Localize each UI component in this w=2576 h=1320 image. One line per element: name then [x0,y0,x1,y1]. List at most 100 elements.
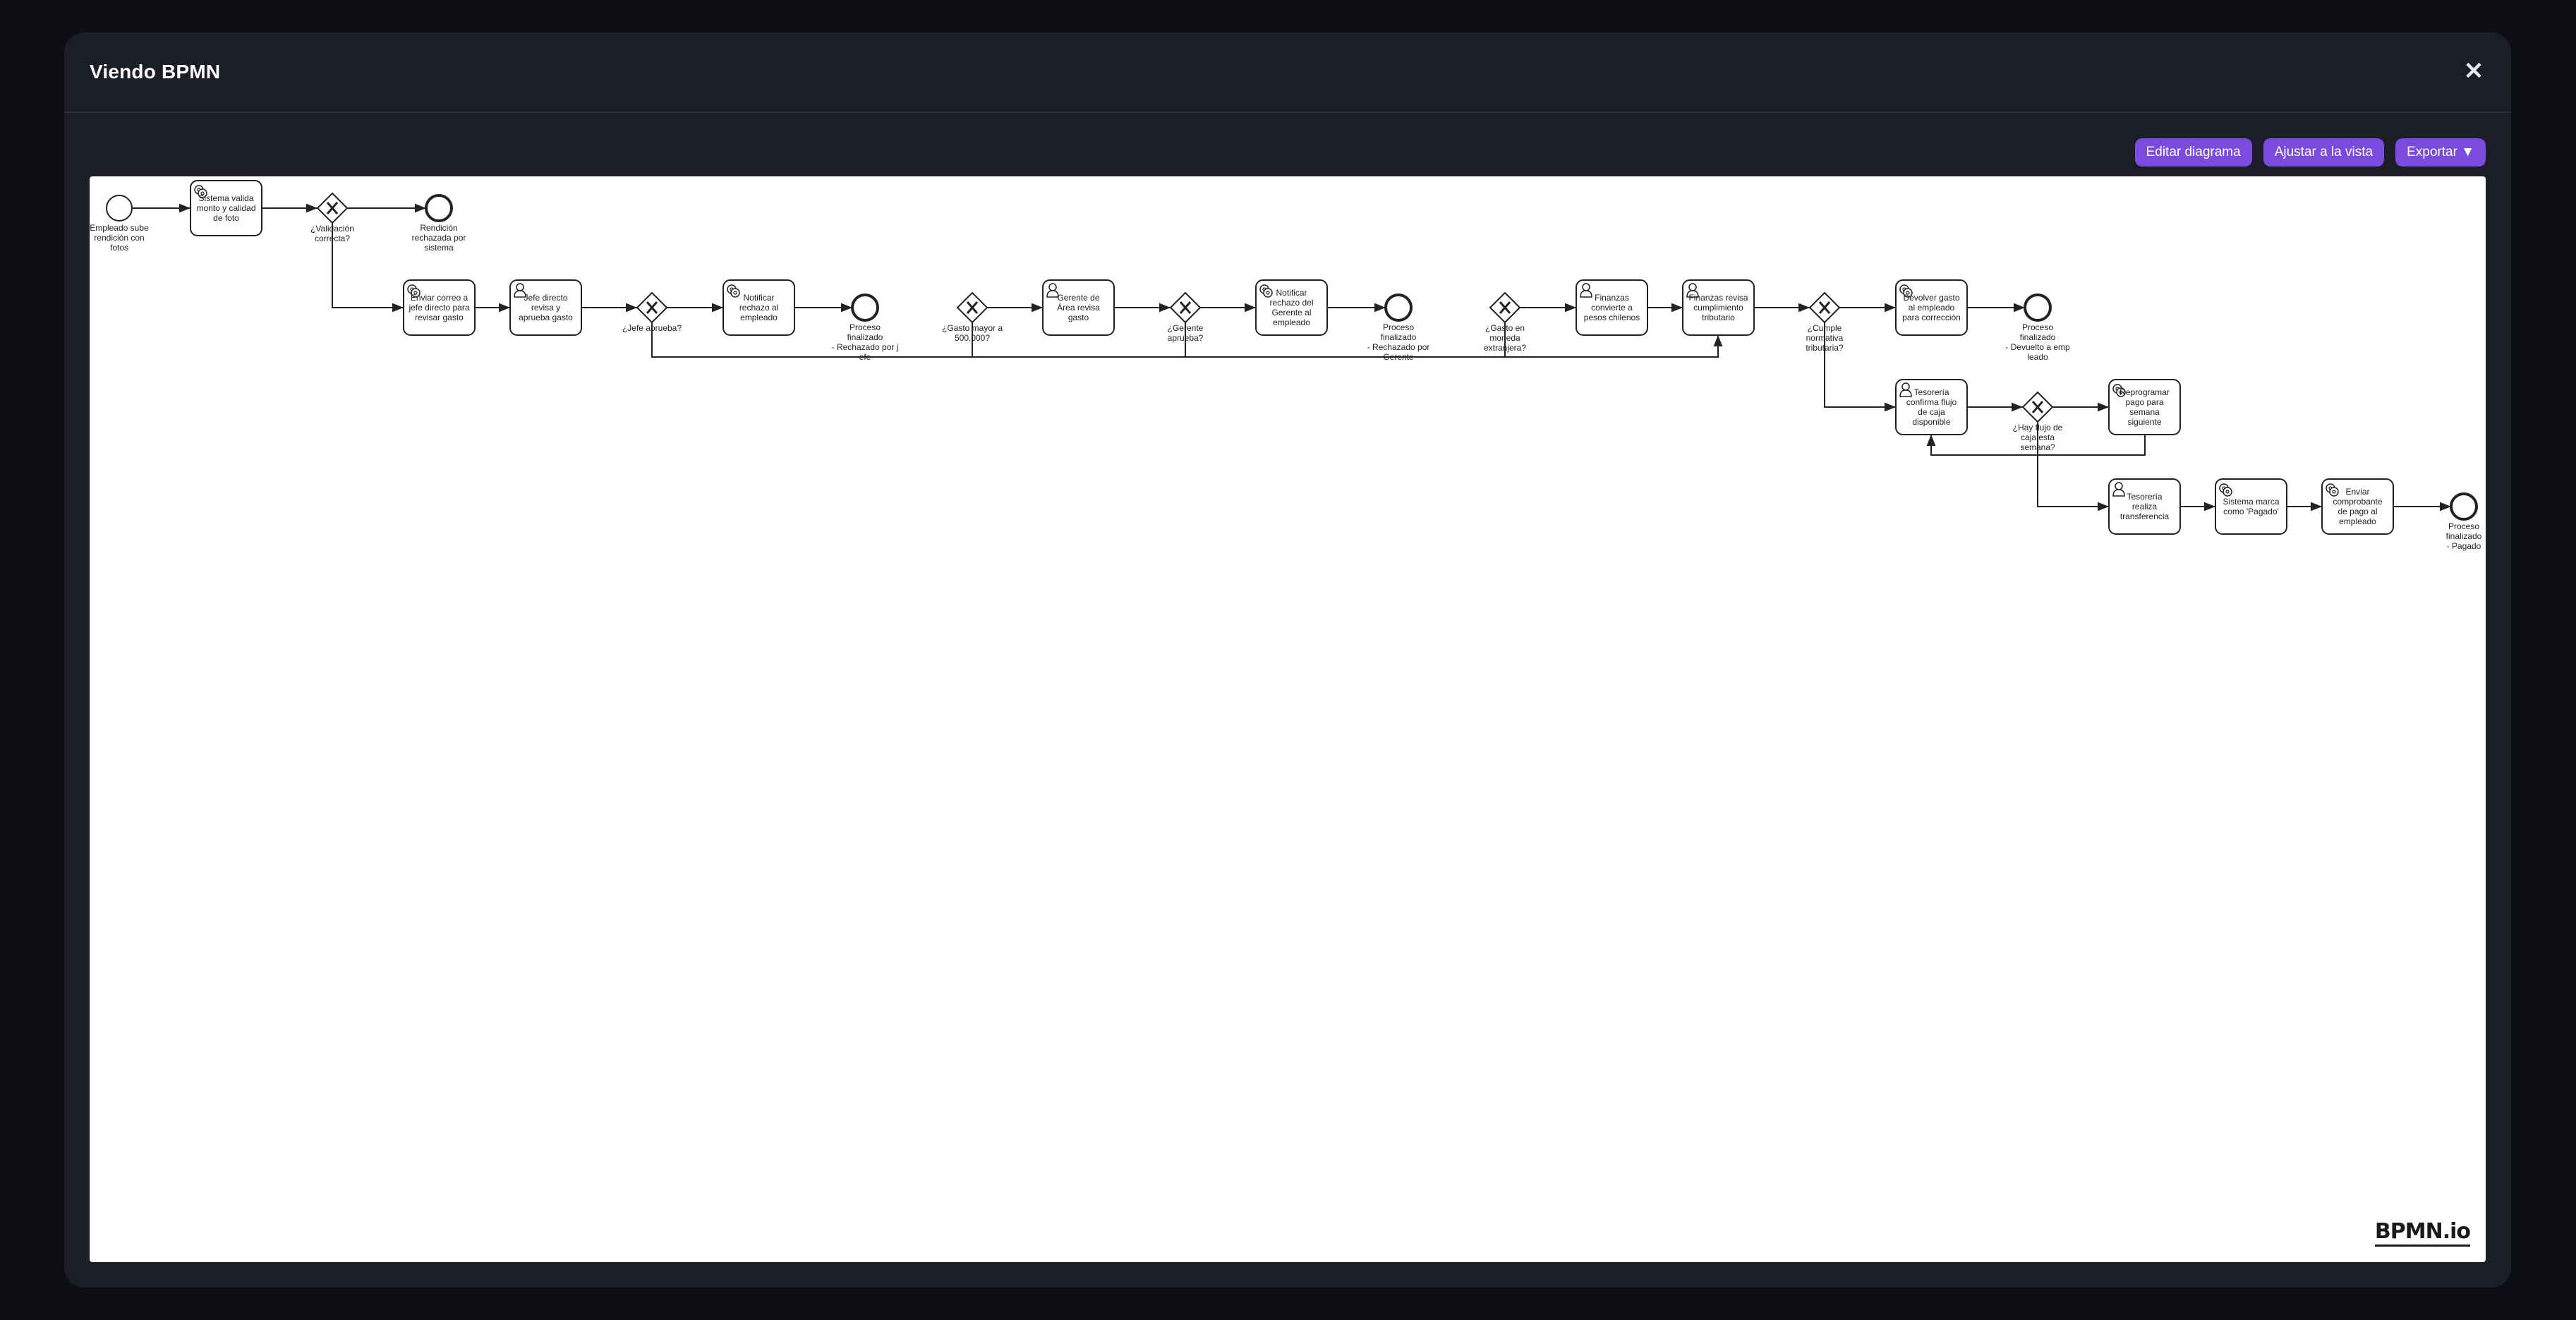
task-box[interactable] [1682,279,1755,336]
edit-diagram-button[interactable]: Editar diagrama [2134,138,2252,166]
task-box[interactable] [722,279,795,336]
service-task-gear-icon [194,185,207,198]
task-box[interactable] [1042,279,1115,336]
end-event-circle[interactable] [1384,293,1413,322]
fit-to-view-button[interactable]: Ajustar a la vista [2263,138,2385,166]
sequence-flows [132,203,2451,511]
task-box[interactable] [2108,478,2181,535]
sequence-flow[interactable] [332,223,404,313]
user-task-person-icon [1899,382,1912,397]
modal-title: Viendo BPMN [90,61,221,83]
bpmn-viewer-modal: Viendo BPMN ✕ Editar diagrama Ajustar a … [64,32,2511,1288]
service-task-gear-icon [1899,284,1913,298]
service-task-gear-icon [727,284,740,298]
task-box[interactable] [2321,478,2394,535]
task-box[interactable] [1255,279,1328,336]
sequence-flow[interactable] [1824,322,1896,412]
gateway-x-icon [966,301,979,314]
task-box[interactable] [2108,379,2181,435]
end-event-circle[interactable] [851,293,879,322]
task-box[interactable] [403,279,476,336]
close-icon[interactable]: ✕ [2463,58,2484,85]
service-task-gear-icon [2219,483,2232,497]
task-box[interactable] [2215,478,2287,535]
task-box[interactable] [509,279,582,336]
service-task-gear-icon [2112,384,2126,397]
task-box[interactable] [1576,279,1648,336]
gateway-x-icon [326,202,339,214]
end-event-circle[interactable] [2450,492,2478,521]
service-task-gear-icon [1259,284,1273,298]
user-task-person-icon [1580,283,1592,298]
end-event-circle[interactable] [2024,293,2052,322]
start-event-circle[interactable] [106,195,133,222]
export-dropdown-button[interactable]: Exportar ▼ [2395,138,2486,166]
gateway-label: ¿Jefe aprueba? [622,323,682,333]
gateway-x-icon [2031,401,2044,413]
bpmn-gateway-g_jefe[interactable]: ¿Jefe aprueba? [622,291,682,333]
gateway-x-icon [1818,301,1831,314]
sequence-flow[interactable] [2037,422,2109,511]
bpmn-io-logo[interactable]: BPMN.io [2374,1219,2471,1247]
task-box[interactable] [1895,279,1968,336]
gateway-x-icon [1179,301,1192,314]
task-box[interactable] [190,180,262,236]
service-task-gear-icon [407,284,421,298]
user-task-person-icon [1046,283,1059,298]
task-box[interactable] [1895,379,1968,435]
end-event-circle[interactable] [425,194,453,222]
gateway-x-icon [1499,301,1511,314]
diagram-toolbar: Editar diagrama Ajustar a la vista Expor… [2134,138,2486,166]
